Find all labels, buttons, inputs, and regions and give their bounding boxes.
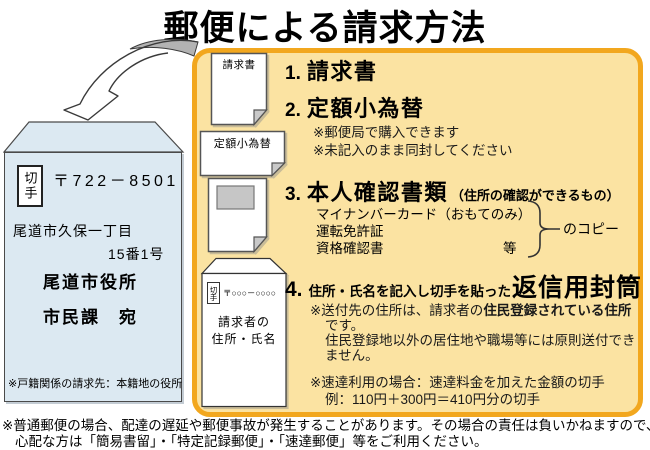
item3-number: 3. — [285, 184, 301, 205]
item4-heading: 4. 住所・氏名を記入し切手を貼った 返信用封筒 — [285, 268, 642, 304]
stamp-box: 切手 — [17, 165, 43, 207]
id-copy-paper-icon — [207, 177, 268, 254]
reply-stamp-box: 切手 — [207, 282, 220, 304]
address-line2: 15番1号 — [108, 246, 165, 262]
item4-note1-line2: です。 — [325, 318, 365, 333]
brace-icon — [527, 200, 560, 258]
curved-arrow-icon — [63, 38, 199, 121]
reply-stamp-label: 切手 — [209, 285, 218, 301]
item3-heading: 3. 本人確認書類 （住所の確認ができるもの） — [285, 175, 620, 207]
footer-note-line2: 心配な方は「簡易書留」・「特定記録郵便」・「速達郵便」等をご利用ください。 — [15, 434, 488, 449]
reply-owner-line1: 請求者の — [217, 315, 270, 329]
address-line1: 尾道市久保一丁目 — [13, 223, 133, 239]
reply-postal-code: 〒○○○－○○○○ — [223, 288, 276, 298]
item1-title: 請求書 — [306, 59, 378, 84]
item4-note1-line4: ません。 — [325, 348, 379, 363]
item4-number: 4. — [285, 278, 303, 301]
page-title: 郵便による請求方法 — [163, 9, 487, 48]
reply-envelope-icon: 切手 〒○○○－○○○○ 請求者の 住所・氏名 — [200, 257, 288, 408]
item4-title: 返信用封筒 — [512, 274, 643, 302]
item2-title: 定額小為替 — [306, 96, 425, 121]
copy-label: のコピー — [563, 221, 619, 237]
koseki-note: ※戸籍関係の請求先：本籍地の役所 — [8, 378, 183, 390]
item1-number: 1. — [285, 63, 301, 84]
money-order-icon: 定額小為替 — [199, 130, 286, 177]
item4-note2-line1: ※速達利用の場合：速達料金を加えた金額の切手 — [310, 375, 605, 390]
item3-title: 本人確認書類 — [306, 180, 448, 205]
envelope-flap — [3, 121, 185, 153]
stamp-label: 切手 — [22, 171, 38, 201]
item4-title-prefix: 住所・氏名を記入し切手を貼った — [308, 284, 512, 299]
item4-note2-line2: 例：110円＋300円＝410円分の切手 — [325, 392, 541, 407]
item2-note2: ※未記入のまま同封してください — [313, 143, 513, 158]
item3-doc3: 資格確認書 — [316, 241, 384, 256]
item2-heading: 2. 定額小為替 — [285, 91, 424, 123]
recipient-dept: 市民課 宛 — [43, 308, 138, 327]
item4-note1-bold: 住民登録されている住所 — [483, 303, 632, 318]
item1-heading: 1. 請求書 — [285, 54, 377, 86]
item3-doc1: マイナンバーカード（おもてのみ） — [316, 207, 532, 222]
envelope-body: 切手 〒722－8501 尾道市久保一丁目 15番1号 尾道市役所 市民課 宛 … — [4, 152, 182, 402]
item4-note1-pre: ※送付先の住所は、請求者の — [310, 303, 484, 318]
required-items-box: 請求書 定額小為替 切手 — [192, 48, 643, 417]
recipient-office: 尾道市役所 — [43, 273, 138, 292]
invoice-paper-icon: 請求書 — [210, 52, 268, 127]
reply-owner-line2: 住所・氏名 — [211, 332, 277, 346]
invoice-icon-label: 請求書 — [222, 59, 256, 71]
item4-note1-line1: ※送付先の住所は、請求者の住民登録されている住所 — [310, 299, 631, 319]
item3-doc2: 運転免許証 — [316, 224, 384, 239]
money-order-icon-label: 定額小為替 — [213, 138, 272, 150]
footer-note-line1: ※普通郵便の場合、配達の遅延や郵便事故が発生することがあります。その場合の責任は… — [2, 418, 650, 433]
footer-note: ※普通郵便の場合、配達の遅延や郵便事故が発生することがあります。その場合の責任は… — [2, 418, 650, 450]
item4-note1-line3: 住民登録地以外の居住地や職場等には原則送付でき — [325, 333, 636, 348]
postal-code: 〒722－8501 — [53, 173, 179, 190]
item3-title-note: （住所の確認ができるもの） — [450, 188, 620, 203]
item2-note1: ※郵便局で購入できます — [313, 125, 460, 140]
item3-etc-label: 等 — [503, 241, 517, 256]
item2-number: 2. — [285, 100, 301, 121]
